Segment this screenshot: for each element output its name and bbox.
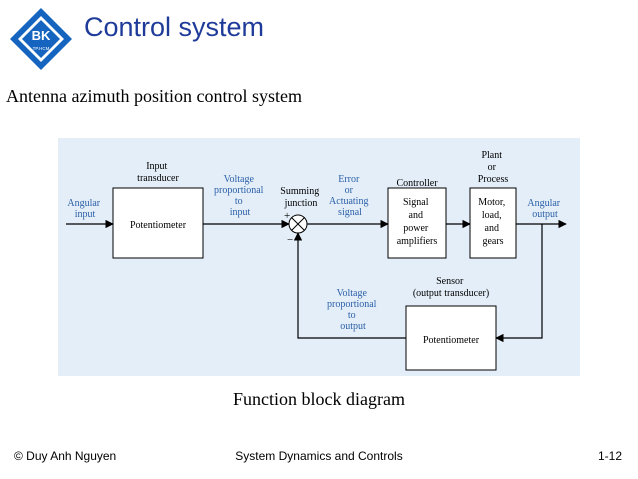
input-potentiometer-block bbox=[112, 187, 204, 259]
sensor-label: Sensor (output transducer) bbox=[413, 276, 489, 299]
feedback-arrow bbox=[293, 232, 406, 339]
plant-block bbox=[469, 187, 517, 259]
figure-caption: Function block diagram bbox=[233, 389, 405, 409]
error-label: Error or Actuating signal bbox=[329, 174, 371, 218]
sensor-potentiometer-block bbox=[405, 305, 497, 371]
input-label: Angular input bbox=[67, 198, 102, 220]
slide-title: Control system bbox=[84, 12, 265, 42]
output-to-sensor-arrow bbox=[495, 224, 543, 343]
voltage-input-label: Voltage proportional to input bbox=[214, 174, 266, 218]
summing-junction-label: Summing junction bbox=[280, 186, 321, 209]
controller-label: Controller bbox=[396, 178, 438, 189]
controller-block-text: Signal and power amplifiers bbox=[397, 197, 438, 247]
logo-subtext: TP.HCM bbox=[33, 46, 50, 51]
minus-sign: − bbox=[287, 234, 293, 246]
university-logo: BK TP.HCM bbox=[10, 8, 72, 70]
footer-page-number: 1-12 bbox=[597, 449, 622, 463]
summing-junction bbox=[288, 214, 308, 234]
output-label: Angular output bbox=[527, 198, 562, 220]
input-transducer-label: Input transducer bbox=[137, 161, 179, 184]
voltage-output-label: Voltage proportional to output bbox=[327, 288, 379, 332]
plant-label: Plant or Process bbox=[478, 150, 509, 185]
block-diagram: Potentiometer Potentiometer Signal and p… bbox=[58, 138, 580, 376]
logo-text: BK bbox=[32, 28, 51, 43]
plus-sign: + bbox=[284, 210, 290, 222]
footer-course: System Dynamics and Controls bbox=[235, 449, 403, 463]
sensor-block-text: Potentiometer bbox=[423, 335, 480, 346]
footer-author: © Duy Anh Nguyen bbox=[14, 449, 117, 463]
plant-block-text: Motor, load, and gears bbox=[478, 197, 508, 247]
input-block-text: Potentiometer bbox=[130, 220, 187, 231]
slide-subtitle: Antenna azimuth position control system bbox=[6, 86, 302, 106]
block-diagram-svg: Potentiometer Potentiometer Signal and p… bbox=[66, 150, 567, 371]
